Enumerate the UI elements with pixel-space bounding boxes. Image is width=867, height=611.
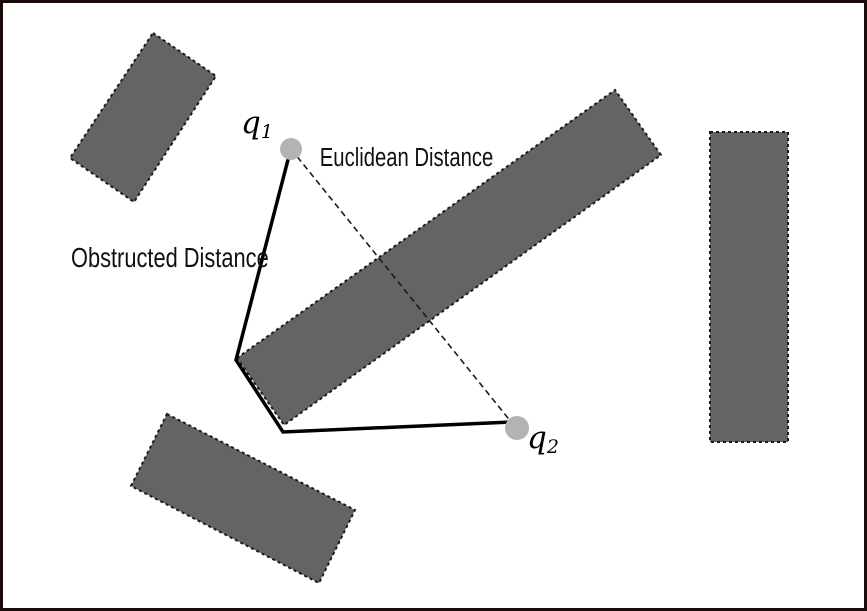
obstacle-right-rect [709, 131, 789, 443]
obstacle-top-left [68, 31, 218, 204]
point-q2 [505, 416, 529, 440]
point-q1 [280, 138, 302, 160]
diagram-svg: q1 q2 Euclidean Distance Obstructed Dist… [68, 31, 789, 585]
label-q2-subscript: 2 [546, 436, 559, 458]
label-q2: q2 [527, 420, 559, 458]
label-q1-subscript: 1 [261, 121, 273, 143]
label-euclidean-distance: Euclidean Distance [320, 143, 493, 172]
label-q1: q1 [241, 105, 273, 143]
obstructed-distance-path [234, 151, 513, 434]
obstacle-bottom-left [129, 412, 357, 585]
obstacle-diagonal-bar [235, 88, 663, 427]
label-obstructed-distance: Obstructed Distance [71, 242, 269, 273]
obstacles [68, 31, 789, 585]
